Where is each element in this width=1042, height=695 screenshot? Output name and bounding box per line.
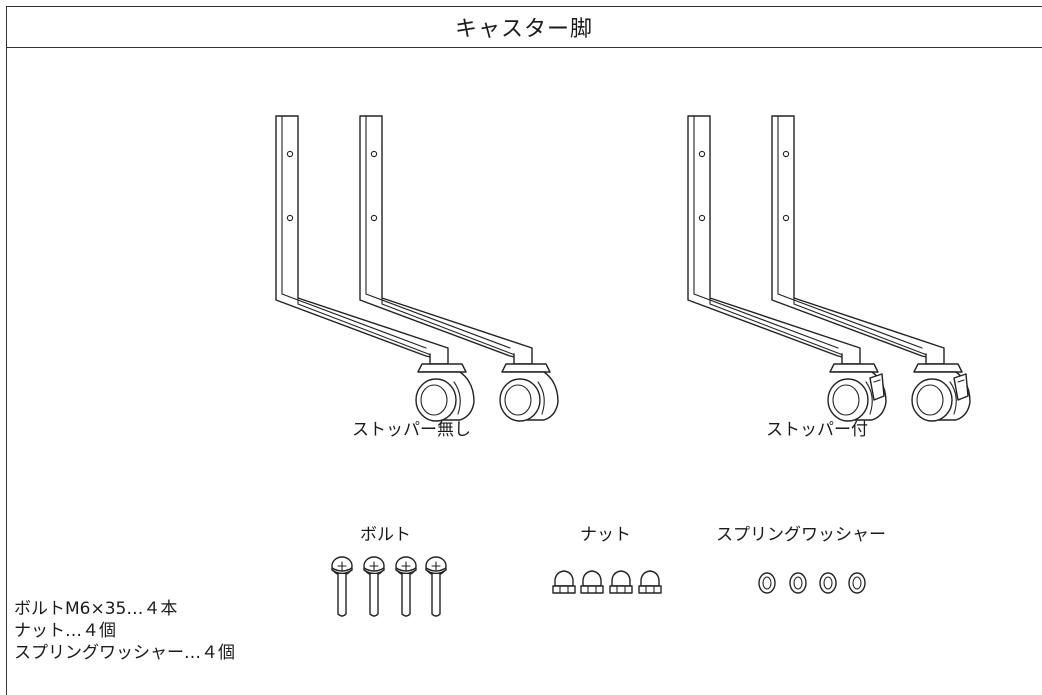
parts-list: ボルトM6×35…４本 ナット…４個 スプリングワッシャー…４個 — [14, 598, 235, 664]
parts-list-item: ボルトM6×35…４本 — [14, 599, 178, 619]
caption-with-stopper: ストッパー付 — [766, 420, 868, 440]
parts-list-item: ナット…４個 — [14, 621, 116, 641]
page-title: キャスター脚 — [454, 16, 593, 42]
parts-list-item: スプリングワッシャー…４個 — [14, 643, 235, 663]
caption-without-stopper: ストッパー無し — [352, 420, 471, 440]
caption-spring-washer: スプリングワッシャー — [716, 525, 886, 545]
caption-bolt: ボルト — [360, 525, 411, 545]
header-bar: キャスター脚 — [6, 6, 1042, 48]
caption-nut: ナット — [580, 525, 631, 545]
diagram-frame — [6, 6, 1042, 695]
